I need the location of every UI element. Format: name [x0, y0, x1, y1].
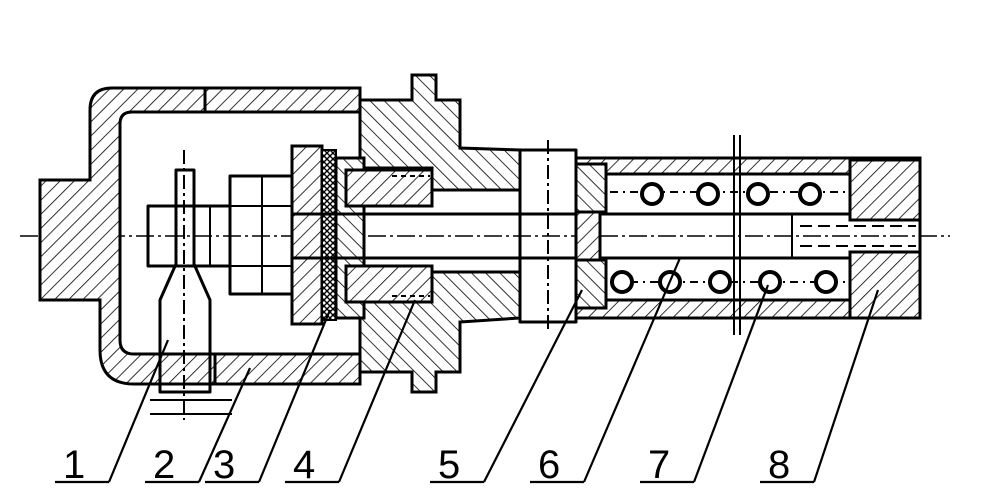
spring [610, 135, 850, 335]
part-number-label: 4 [293, 443, 315, 487]
part-number-label: 6 [538, 443, 560, 487]
part-number-label: 5 [438, 443, 460, 487]
callout-part-6: 6 [530, 257, 682, 487]
callout-leader-line [582, 257, 682, 483]
callout-leader-line [337, 299, 417, 483]
callout-leader-line [812, 289, 880, 483]
inner-bushing [344, 168, 434, 304]
housing [38, 86, 362, 386]
part-number-label: 1 [63, 443, 85, 487]
end-cap [848, 158, 922, 320]
part-number-label: 8 [768, 443, 790, 487]
callout-part-8: 8 [760, 289, 880, 487]
callout-part-7: 7 [640, 284, 770, 487]
part-number-label: 7 [648, 443, 670, 487]
callout-part-4: 4 [285, 299, 417, 487]
callout-part-2: 2 [145, 367, 252, 487]
callout-leader-line [692, 284, 770, 483]
flange-bushing [358, 73, 522, 394]
part-number-label: 2 [153, 443, 175, 487]
callout-leader-line [257, 309, 332, 483]
part-number-label: 3 [213, 443, 235, 487]
callout-leader-line [107, 339, 170, 483]
callout-leader-line [483, 289, 583, 483]
callout-part-1: 1 [55, 339, 170, 487]
valve-stem [292, 212, 922, 260]
nut-stack [146, 174, 294, 296]
callout-part-5: 5 [430, 289, 583, 487]
lever [150, 150, 232, 420]
callout-leader-line [197, 367, 252, 483]
callout-part-3: 3 [205, 309, 332, 487]
